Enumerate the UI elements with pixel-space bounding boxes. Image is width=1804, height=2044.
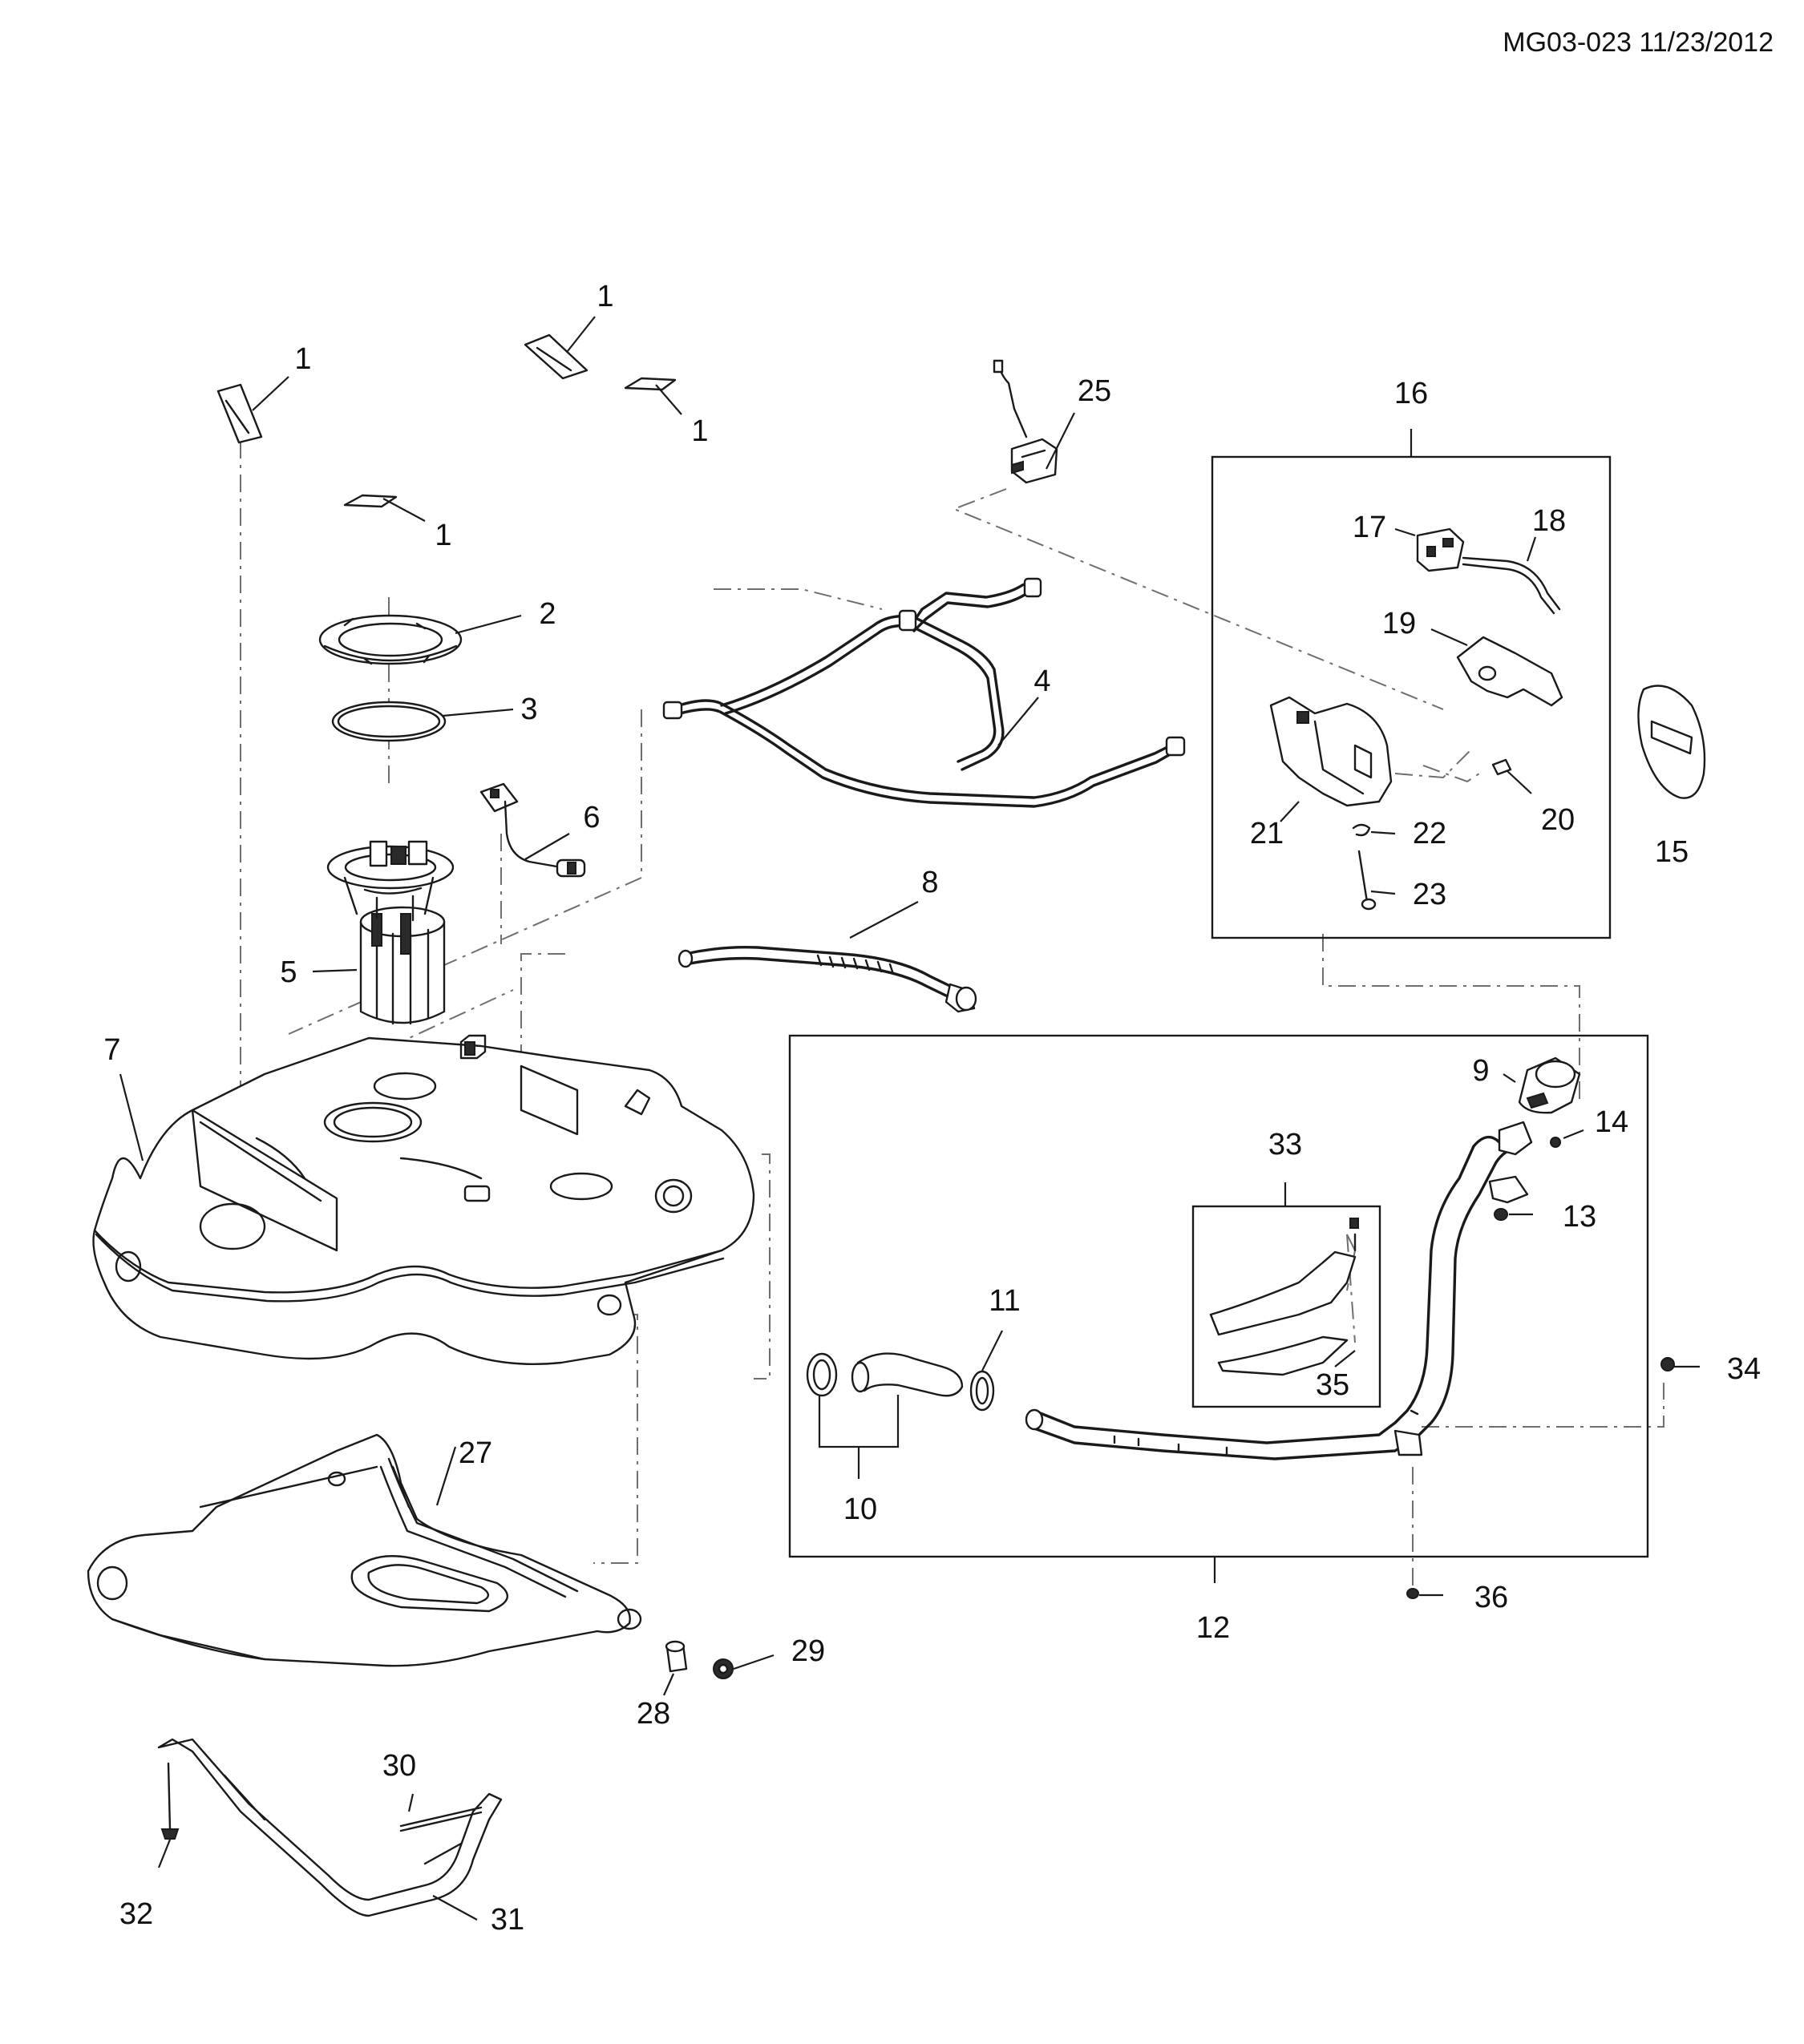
filler-hose-clamp-right [969,1370,995,1412]
strap-retaining-bolt [160,1762,180,1840]
callout-14: 14 [1595,1105,1628,1139]
callout-19: 19 [1382,607,1416,640]
lock-ring [318,614,463,665]
leader-lines [119,316,1700,1921]
fuel-tank [92,1034,755,1365]
callout-1: 1 [294,342,311,376]
filler-pipe-bracket-bolt [1494,1208,1508,1221]
callout-4: 4 [1033,665,1050,698]
callout-18: 18 [1532,504,1566,538]
callout-11: 11 [989,1284,1020,1318]
callout-3: 3 [520,693,537,726]
callout-2: 2 [539,597,556,631]
shield-nut [713,1658,734,1679]
filler-pipe-housing [1518,1056,1581,1114]
callout-10: 10 [843,1493,877,1526]
callout-9: 9 [1472,1054,1489,1088]
callout-20: 20 [1541,803,1575,837]
callout-33: 33 [1268,1128,1302,1161]
fuel-filler-pipe [1025,1121,1533,1460]
fuel-door-housing [1269,696,1393,807]
callout-6: 6 [583,801,600,834]
label-1-right [624,377,677,391]
diagram-reference: MG03-023 11/23/2012 [1503,27,1774,58]
callout-28: 28 [637,1697,670,1731]
callout-23: 23 [1413,878,1446,911]
filler-hose-clamp-left [806,1352,838,1397]
callouts: 1 1 1 1 2 3 4 5 6 7 8 9 10 11 12 13 14 1… [103,280,1761,1937]
fuel-door-bracket [1456,636,1563,707]
filler-pipe-shield-frame [1191,1205,1381,1408]
callout-8: 8 [921,866,938,899]
label-1-left [216,383,263,444]
callout-36: 36 [1474,1581,1508,1614]
label-1-upper [524,333,589,380]
callout-17: 17 [1353,511,1386,544]
callout-13: 13 [1563,1200,1596,1234]
callout-7: 7 [103,1033,120,1067]
callout-1: 1 [435,519,451,552]
callout-1: 1 [691,414,708,448]
callout-21: 21 [1250,817,1284,850]
filler-pipe-nut [1660,1357,1675,1371]
actuator-cable [1462,556,1561,615]
callout-31: 31 [491,1903,524,1937]
fuel-door-actuator [1416,527,1465,572]
filler-pipe-screw [1550,1137,1561,1148]
callout-16: 16 [1394,377,1428,410]
callout-27: 27 [459,1436,492,1470]
filler-pipe-bolt [1406,1588,1419,1599]
callout-1: 1 [597,280,613,313]
filler-hose [851,1352,964,1397]
callout-22: 22 [1413,817,1446,850]
fuel-door-spring [1352,823,1371,837]
callout-25: 25 [1078,374,1111,408]
callout-29: 29 [791,1634,825,1668]
fuel-tank-strap [157,1738,503,1917]
fuel-level-sensor [479,782,586,878]
seal-ring [331,701,447,742]
filler-pipe-assembly-frame [788,1034,1649,1558]
fuel-door-pin [1491,758,1512,776]
fuel-pipes [662,577,1186,808]
alignment-lines [240,441,1664,1587]
callout-15: 15 [1655,835,1689,869]
callout-32: 32 [119,1897,153,1931]
filler-pipe-bracket [1488,1175,1529,1204]
callout-12: 12 [1196,1611,1230,1645]
fuel-feed-hose [678,945,977,1013]
fuel-pump-module [326,840,455,1025]
fuel-door-screw [1357,850,1377,911]
callout-5: 5 [280,955,297,989]
shield-spacer [665,1640,688,1673]
filler-pipe-shield [1209,1218,1359,1376]
callout-35: 35 [1316,1368,1349,1402]
fuel-tank-vent-valve [993,359,1058,484]
strap-bolt [399,1806,483,1832]
callout-30: 30 [382,1749,416,1783]
fuel-door [1637,685,1706,799]
fuel-tank-shield [87,1433,642,1667]
callout-34: 34 [1727,1352,1761,1386]
label-1-small [343,494,398,508]
